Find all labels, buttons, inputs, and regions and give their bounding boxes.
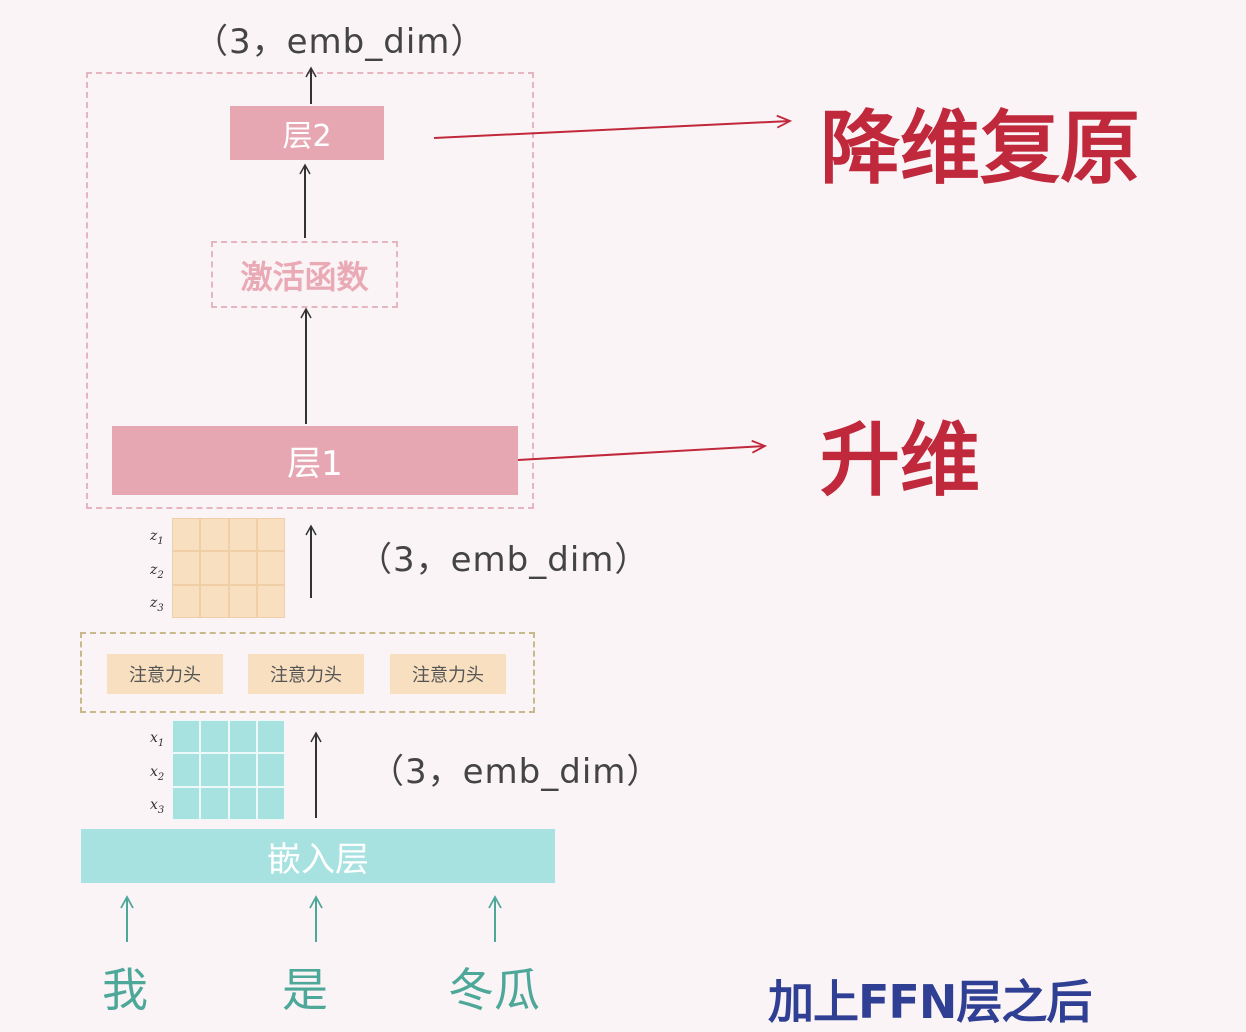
flow-arrows xyxy=(299,66,322,818)
x-matrix xyxy=(172,720,285,820)
embedding-output-dim-label: （3，emb_dim） xyxy=(370,752,662,792)
activation-function-label: 激活函数 xyxy=(240,257,369,296)
attention-output-dim-label: （3，emb_dim） xyxy=(358,540,650,580)
input-word-3: 冬瓜 xyxy=(448,963,540,1017)
input-word-1: 我 xyxy=(102,963,148,1017)
layer-1-box: 层1 xyxy=(112,426,518,495)
input-word-2: 是 xyxy=(282,963,328,1017)
attention-block xyxy=(80,632,535,713)
layer-2-box: 层2 xyxy=(230,106,384,160)
output-dim-label: （3，emb_dim） xyxy=(194,22,486,62)
annotation-arrows xyxy=(433,121,790,461)
x-row-label-1: x1 xyxy=(150,730,165,749)
x-row-label-2: x2 xyxy=(150,764,165,783)
embedding-layer-label: 嵌入层 xyxy=(267,839,369,880)
input-arrows xyxy=(120,895,502,942)
attention-head-3: 注意力头 xyxy=(390,654,506,694)
x-row-label-3: x3 xyxy=(150,797,165,816)
z-matrix xyxy=(172,518,285,618)
attention-head-label: 注意力头 xyxy=(129,665,201,686)
attention-head-2: 注意力头 xyxy=(248,654,364,694)
arrow-to-reduce-annotation xyxy=(433,121,790,139)
layer-2-label: 层2 xyxy=(282,119,332,154)
z-row-label-3: z3 xyxy=(150,595,164,614)
dimension-raise-annotation: 升维 xyxy=(820,414,980,507)
z-row-label-2: z2 xyxy=(150,562,164,581)
footer-caption: 加上FFN层之后 xyxy=(768,975,1092,1029)
attention-head-label: 注意力头 xyxy=(270,665,342,686)
dimension-reduce-annotation: 降维复原 xyxy=(820,102,1140,195)
layer-1-label: 层1 xyxy=(287,444,343,484)
z-row-label-1: z1 xyxy=(150,528,164,547)
arrow-to-raise-annotation xyxy=(517,446,765,461)
activation-function-box: 激活函数 xyxy=(211,241,398,308)
embedding-layer-box: 嵌入层 xyxy=(81,829,555,883)
attention-head-1: 注意力头 xyxy=(107,654,223,694)
attention-head-label: 注意力头 xyxy=(412,665,484,686)
